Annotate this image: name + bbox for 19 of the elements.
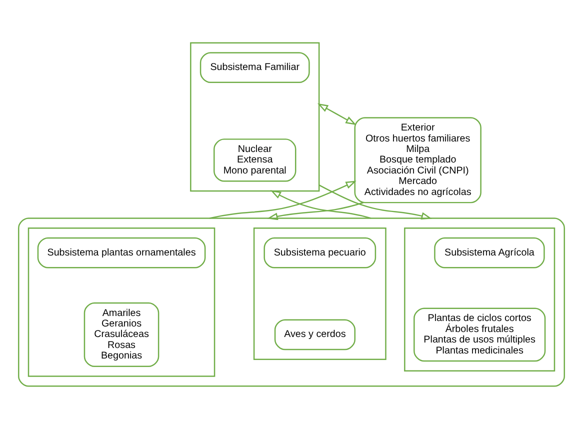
node-box: Subsistema Familiar [200, 52, 310, 82]
cluster [190, 42, 320, 192]
cluster [18, 217, 565, 386]
arrow [209, 180, 356, 218]
arrow [318, 184, 432, 220]
node-box: Nuclear Extensa Mono parental [214, 138, 296, 182]
cluster [28, 226, 216, 376]
arrow [267, 202, 364, 220]
node-box: Amariles Geranios Crasuláceas Rosas Begonias [84, 302, 160, 366]
node-box: Plantas de ciclos cortos Árboles frutales Plantas de usos múltiples Plantas medicinales [414, 307, 546, 362]
node-box: Subsistema plantas ornamentales [37, 236, 206, 268]
cluster [404, 226, 556, 372]
node-box: Aves y cerdos [274, 318, 356, 350]
node-box: Subsistema Agrícola [434, 236, 545, 268]
arrow [317, 102, 356, 125]
cluster [253, 226, 386, 360]
node-box: Subsistema pecuario [264, 236, 376, 268]
arrow [270, 190, 372, 218]
node-box: Exterior Otros huertos familiares Milpa Bosque templado Asociación Civil (CNPI) Mercado Actividades no agrícolas [354, 116, 482, 203]
